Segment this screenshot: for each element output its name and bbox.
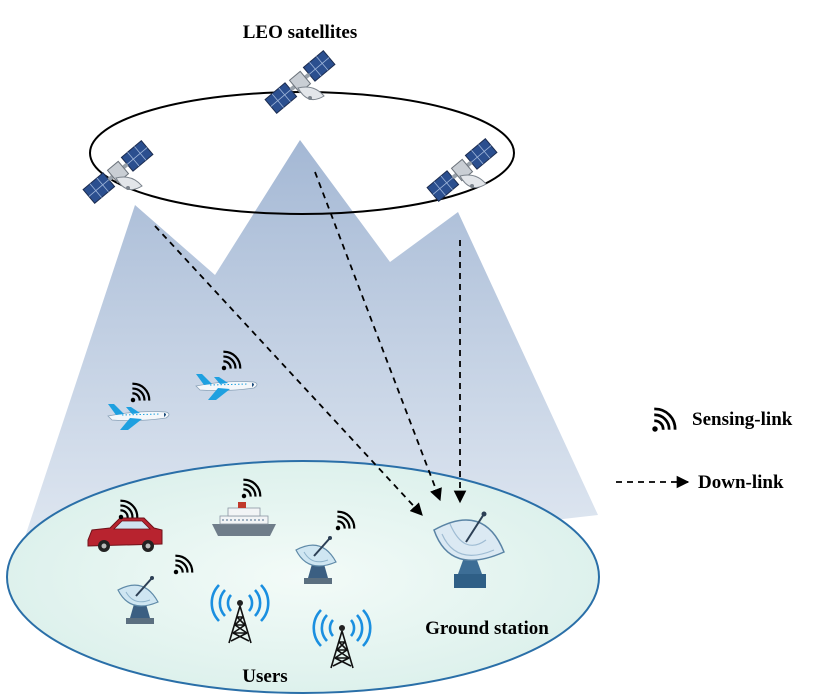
users-label: Users (242, 666, 287, 687)
ground-station-label: Ground station (425, 618, 549, 639)
satellite-icon (264, 50, 336, 114)
coverage-beam (10, 140, 598, 582)
ground-coverage-area (6, 460, 600, 694)
ground-station-icon (433, 511, 505, 588)
legend-sensing-label: Sensing-link (692, 409, 793, 430)
legend-downlink-label: Down-link (698, 472, 784, 493)
satellite-icon (426, 138, 498, 202)
ship-icon (212, 502, 276, 536)
down-link-arrow (314, 171, 442, 502)
legend: Sensing-link Down-link (616, 403, 793, 493)
satellites-label: LEO satellites (243, 22, 358, 43)
legend-sensing-icon (650, 403, 681, 434)
car-icon (87, 517, 163, 552)
